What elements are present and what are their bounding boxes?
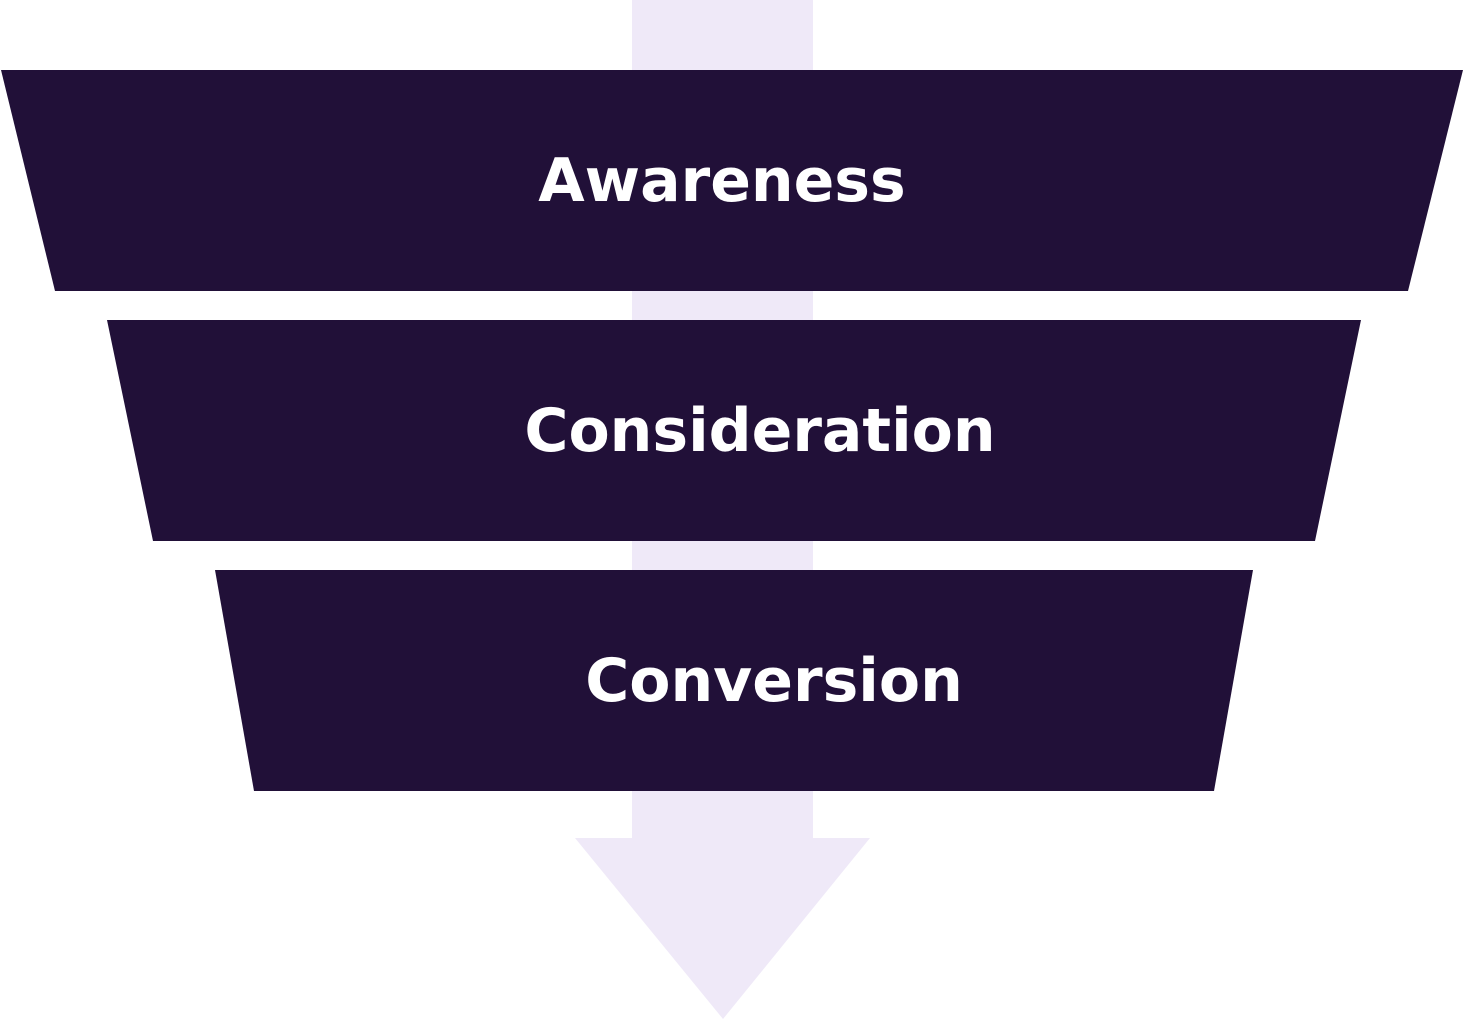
funnel-stage-conversion: Conversion bbox=[215, 570, 1253, 791]
stage-shape-consideration bbox=[107, 320, 1361, 541]
funnel-stage-awareness: Awareness bbox=[1, 70, 1463, 291]
stage-shape-awareness bbox=[1, 70, 1463, 291]
stage-label-consideration: Consideration bbox=[524, 396, 995, 466]
stage-label-awareness: Awareness bbox=[538, 146, 905, 216]
stage-shape-conversion bbox=[215, 570, 1253, 791]
funnel-stage-consideration: Consideration bbox=[107, 320, 1361, 541]
stage-label-conversion: Conversion bbox=[585, 646, 963, 716]
arrow-head bbox=[575, 838, 870, 1019]
